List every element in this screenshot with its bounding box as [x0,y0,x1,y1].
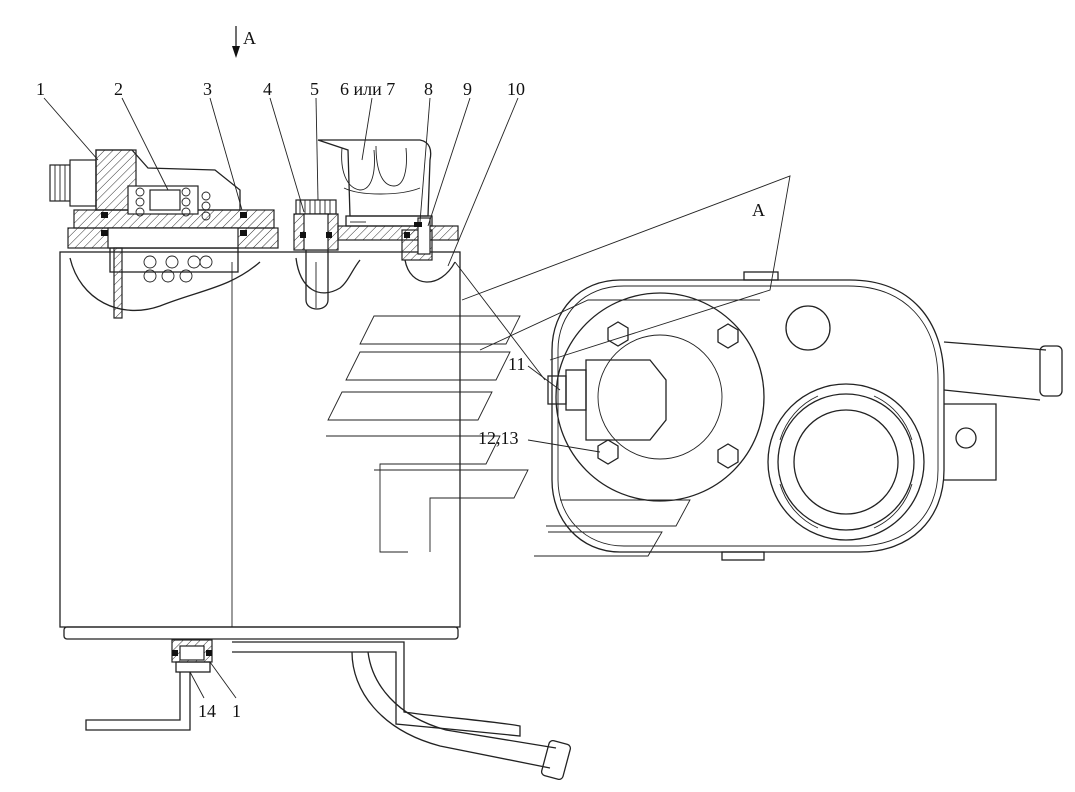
callout-3: 3 [203,79,212,99]
view-a: A [326,175,1063,561]
tank-body [59,251,461,640]
callout-5: 5 [310,79,319,99]
filter-assembly [49,149,279,319]
callout-10: 10 [507,79,525,99]
callout-12-13: 12,13 [478,428,519,448]
leader-lines [43,97,601,699]
view-arrow-a: A [232,26,256,58]
callout-1-bottom: 1 [232,701,241,721]
view-arrow-label: A [243,28,256,48]
section-label: A [752,200,765,220]
callout-labels: 1 2 3 4 5 6 или 7 8 9 10 11 12,13 14 1 [36,79,525,721]
callout-2: 2 [114,79,123,99]
filler-cap-assembly [317,139,459,261]
callout-9: 9 [463,79,472,99]
sensor-assembly [293,199,339,310]
drain-assembly [85,639,572,780]
callout-8: 8 [424,79,433,99]
callout-11: 11 [508,354,525,374]
callout-14: 14 [198,701,216,721]
callout-1: 1 [36,79,45,99]
callout-6-or-7: 6 или 7 [340,79,395,99]
callout-4: 4 [263,79,272,99]
